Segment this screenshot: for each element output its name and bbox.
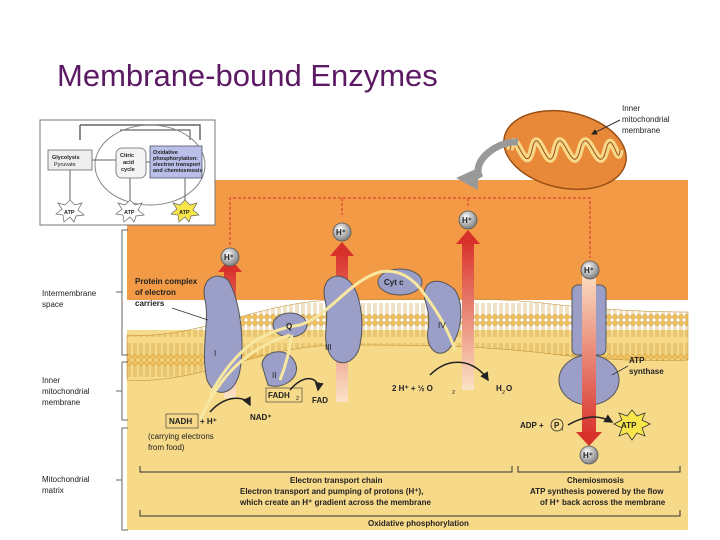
pi-sub: i xyxy=(562,427,563,433)
atp-synthase-label-1: ATP xyxy=(629,356,645,365)
citric-label-3: cycle xyxy=(121,167,135,173)
nadh-h-label: + H⁺ xyxy=(200,417,217,426)
overview-inset: Glycolysis Pyruvate Citric acid cycle Ox… xyxy=(40,120,215,225)
q-label: Q xyxy=(286,322,292,331)
carrying-label-2: from food) xyxy=(148,443,185,452)
atp-synthase-label-2: synthase xyxy=(629,367,664,376)
fadh2-sub: 2 xyxy=(296,396,299,402)
side-label-matrix-1: Mitochondrial xyxy=(42,475,90,484)
oxygen-label: 2 H⁺ + ½ O xyxy=(392,384,433,393)
chemiosmosis-line-2: of H⁺ back across the membrane xyxy=(540,498,666,507)
complex-IV-label: IV xyxy=(438,321,446,330)
complex-II-label: II xyxy=(272,371,276,380)
fadh2-label: FADH xyxy=(268,391,290,400)
mito-label-3: membrane xyxy=(622,126,661,135)
atp-main-label: ATP xyxy=(621,421,637,430)
side-label-ims-2: space xyxy=(42,300,64,309)
side-label-imm-1: Inner xyxy=(42,376,61,385)
oxphos-caption: Oxidative phosphorylation xyxy=(368,519,469,528)
overview-atp-1: ATP xyxy=(64,210,75,216)
proton-arrow-3 xyxy=(462,240,474,390)
oxphos-label-4: and chemiosmosis xyxy=(153,168,203,174)
complex-I-label: I xyxy=(214,349,216,358)
mito-label-1: Inner xyxy=(622,104,641,113)
chemiosmosis-title: Chemiosmosis xyxy=(567,476,624,485)
overview-atp-3: ATP xyxy=(179,210,190,216)
carrying-label-1: (carrying electrons xyxy=(148,432,214,441)
glycolysis-label: Glycolysis xyxy=(52,155,80,161)
citric-label-1: Citric xyxy=(120,153,134,159)
adp-label: ADP + xyxy=(520,421,544,430)
nad-label: NAD⁺ xyxy=(250,413,272,422)
proton-label-1: H⁺ xyxy=(224,253,234,262)
protein-complex-label-2: of electron xyxy=(135,288,176,297)
protein-complex-label-3: carriers xyxy=(135,299,165,308)
side-label-matrix-2: matrix xyxy=(42,486,64,495)
proton-label-2: H⁺ xyxy=(336,228,346,237)
water-label-o: O xyxy=(506,384,512,393)
complex-III-label: III xyxy=(325,343,332,352)
side-label-ims-1: Intermembrane xyxy=(42,289,97,298)
etc-title: Electron transport chain xyxy=(290,476,383,485)
etc-line-1: Electron transport and pumping of proton… xyxy=(240,487,423,496)
protein-complex-label-1: Protein complex xyxy=(135,277,198,286)
proton-label-4: H⁺ xyxy=(584,266,594,275)
side-label-imm-3: membrane xyxy=(42,398,81,407)
cytc-label: Cyt c xyxy=(384,278,404,287)
fad-label: FAD xyxy=(312,396,328,405)
mito-label-2: mitochondrial xyxy=(622,115,670,124)
overview-atp-2: ATP xyxy=(124,210,135,216)
side-bracket xyxy=(116,230,128,530)
oxygen-sub: 2 xyxy=(452,390,455,396)
pi-label: P xyxy=(554,421,560,430)
proton-label-3: H⁺ xyxy=(462,216,472,225)
side-label-imm-2: mitochondrial xyxy=(42,387,90,396)
glycolysis-sub: Pyruvate xyxy=(54,162,76,168)
etc-line-2: which create an H⁺ gradient across the m… xyxy=(239,498,432,507)
chemiosmosis-line-1: ATP synthesis powered by the flow xyxy=(530,487,664,496)
proton-label-5: H⁺ xyxy=(583,451,593,460)
nadh-label: NADH xyxy=(169,417,192,426)
water-sub: 2 xyxy=(502,390,505,396)
citric-label-2: acid xyxy=(123,160,134,166)
